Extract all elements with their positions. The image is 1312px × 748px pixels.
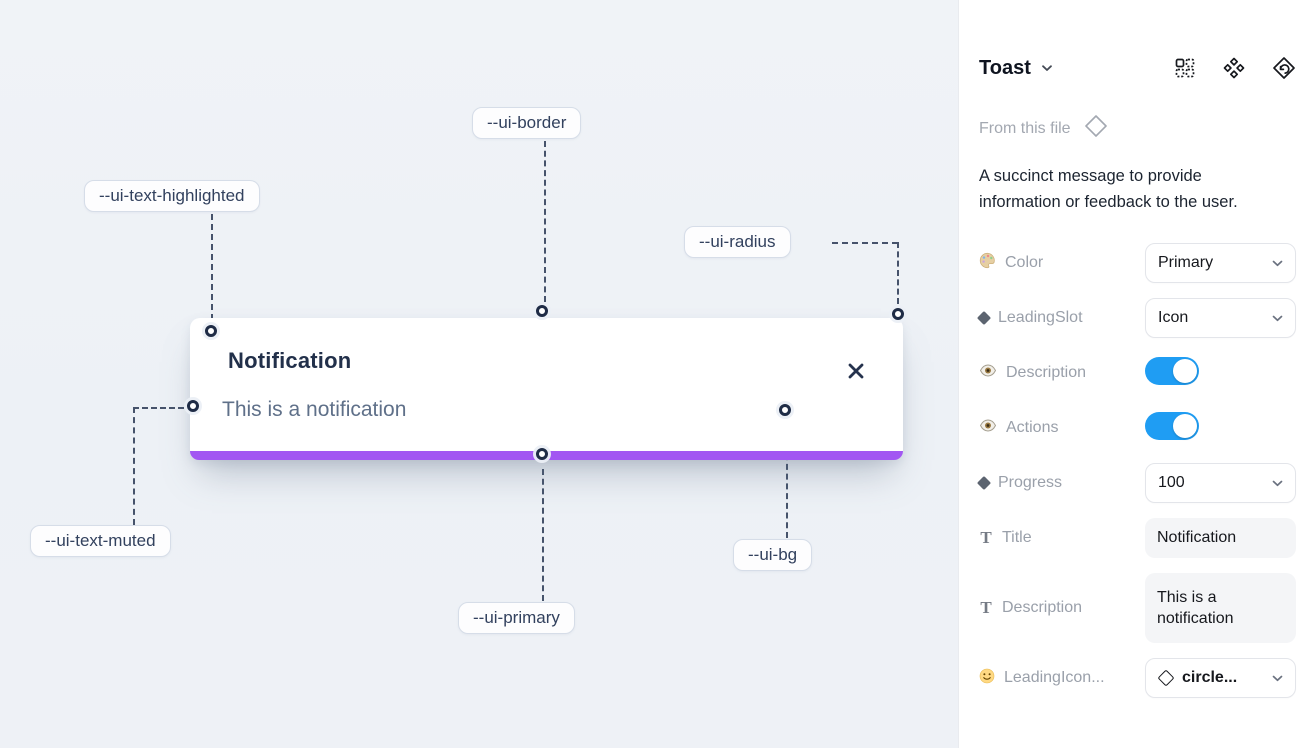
prop-row-progress: Progress 100 bbox=[976, 463, 1296, 504]
properties-panel: Toast bbox=[958, 0, 1312, 748]
connector-line-ui-border bbox=[544, 141, 546, 302]
header-icon-group bbox=[1174, 56, 1296, 80]
toast-description: This is a notification bbox=[222, 398, 407, 421]
connector-line-ui-primary bbox=[542, 469, 544, 601]
instance-grid-icon[interactable] bbox=[1174, 57, 1196, 79]
token-label-ui-primary[interactable]: --ui-primary bbox=[458, 602, 575, 634]
prop-row-description-text: T Description This is a notification bbox=[979, 573, 1296, 644]
connector-line-ui-text-muted-h bbox=[133, 407, 184, 409]
prop-row-title: T Title Notification bbox=[979, 518, 1296, 559]
eye-icon bbox=[979, 364, 997, 382]
color-select[interactable]: Primary bbox=[1145, 243, 1296, 284]
connector-line-ui-bg bbox=[786, 425, 788, 538]
connector-dot-ui-text-highlighted[interactable] bbox=[205, 325, 217, 337]
chevron-down-icon bbox=[1272, 315, 1283, 322]
connector-line-ui-text-muted-v bbox=[133, 407, 135, 525]
panel-header: Toast bbox=[979, 56, 1296, 80]
token-label-ui-text-muted[interactable]: --ui-text-muted bbox=[30, 525, 171, 557]
chevron-down-icon bbox=[1272, 480, 1283, 487]
token-label-ui-radius[interactable]: --ui-radius bbox=[684, 226, 791, 258]
connector-line-ui-radius-h bbox=[832, 242, 898, 244]
text-icon: T bbox=[980, 528, 992, 548]
description-field[interactable]: This is a notification bbox=[1145, 573, 1296, 644]
chevron-down-icon[interactable] bbox=[1041, 64, 1053, 72]
component-description: A succinct message to provide informatio… bbox=[979, 167, 1238, 211]
title-field[interactable]: Notification bbox=[1145, 518, 1296, 559]
token-label-ui-bg[interactable]: --ui-bg bbox=[733, 539, 813, 571]
prop-row-leadingslot: LeadingSlot Icon bbox=[976, 298, 1296, 339]
prop-row-description-toggle: Description bbox=[979, 353, 1296, 393]
component-icon[interactable] bbox=[1223, 57, 1245, 79]
token-label-ui-text-highlighted[interactable]: --ui-text-highlighted bbox=[84, 180, 260, 212]
source-label: From this file bbox=[979, 119, 1071, 137]
design-canvas[interactable]: Notification This is a notification --ui… bbox=[0, 0, 958, 748]
prop-label-progress: Progress bbox=[998, 474, 1063, 492]
token-label-ui-border[interactable]: --ui-border bbox=[472, 107, 582, 139]
progress-select[interactable]: 100 bbox=[1145, 463, 1296, 504]
leadingslot-select[interactable]: Icon bbox=[1145, 298, 1296, 339]
prop-row-actions-toggle: Actions bbox=[979, 408, 1296, 448]
go-to-main-component-icon[interactable] bbox=[1272, 56, 1296, 80]
description-toggle[interactable] bbox=[1145, 356, 1199, 385]
chevron-down-icon bbox=[1272, 675, 1283, 682]
diamond-icon bbox=[976, 311, 992, 326]
smiley-icon bbox=[979, 668, 995, 689]
eye-icon bbox=[979, 419, 997, 437]
actions-toggle[interactable] bbox=[1145, 411, 1199, 440]
leadingicon-select[interactable]: circle... bbox=[1145, 658, 1296, 699]
property-list: Color Primary LeadingSlot Icon bbox=[976, 243, 1296, 699]
palette-icon bbox=[979, 252, 996, 274]
prop-label-leadingicon: LeadingIcon... bbox=[1004, 669, 1105, 687]
connector-line-ui-text-highlighted bbox=[211, 214, 213, 320]
prop-label-color: Color bbox=[1005, 254, 1044, 272]
prop-label-leadingslot: LeadingSlot bbox=[998, 309, 1083, 327]
diamond-icon bbox=[976, 476, 992, 491]
prop-label-description: Description bbox=[1006, 364, 1087, 382]
prop-row-leadingicon: LeadingIcon... circle... bbox=[979, 658, 1296, 699]
connector-dot-ui-border[interactable] bbox=[536, 305, 548, 317]
prop-label-actions: Actions bbox=[1006, 419, 1059, 437]
prop-label-description-text: Description bbox=[1002, 599, 1083, 617]
toast-title: Notification bbox=[228, 348, 352, 373]
text-icon: T bbox=[980, 598, 992, 618]
prop-row-color: Color Primary bbox=[979, 243, 1296, 284]
connector-dot-ui-primary[interactable] bbox=[536, 448, 548, 460]
source-row: From this file bbox=[979, 113, 1296, 144]
prop-label-title: Title bbox=[1002, 529, 1032, 547]
diamond-outline-icon bbox=[1157, 669, 1175, 687]
connector-dot-ui-text-muted[interactable] bbox=[187, 400, 199, 412]
close-icon[interactable] bbox=[845, 360, 867, 382]
chevron-down-icon bbox=[1272, 260, 1283, 267]
connector-dot-ui-radius[interactable] bbox=[892, 308, 904, 320]
connector-line-ui-radius-v bbox=[897, 242, 899, 304]
connector-dot-ui-bg[interactable] bbox=[779, 404, 791, 416]
component-name[interactable]: Toast bbox=[979, 56, 1031, 79]
toast-component[interactable]: Notification This is a notification bbox=[190, 318, 903, 460]
diamond-outline-icon bbox=[1083, 113, 1109, 144]
